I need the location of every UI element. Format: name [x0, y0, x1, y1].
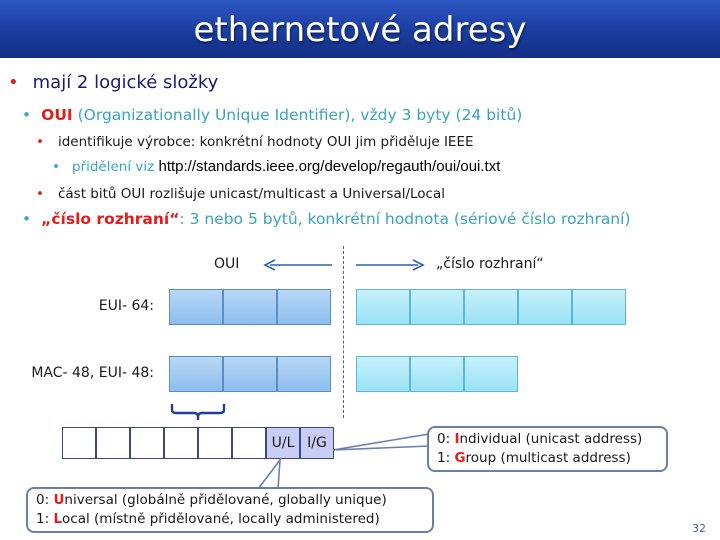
eui64-label: EUI- 64: [98, 298, 154, 314]
byte-cell [223, 289, 277, 325]
bullet-oui-bits: • část bitů OUI rozlišuje unicast/multica… [36, 186, 445, 202]
bit-cell [62, 427, 96, 459]
callout-key: I [454, 431, 460, 447]
mac48-oui-bytes [169, 356, 331, 392]
callout-line: 1: Local (místně přidělované, locally ad… [36, 510, 424, 529]
bullet-text: část bitů OUI rozlišuje unicast/multicas… [57, 186, 445, 202]
interface-number-description: : 3 nebo 5 bytů, konkrétní hodnota (séri… [179, 210, 631, 228]
byte-cell [410, 289, 464, 325]
bit-cell [130, 427, 164, 459]
callout-ul-pointer [256, 458, 281, 490]
bit-cell [96, 427, 130, 459]
byte-cell [277, 289, 331, 325]
oui-description: (Organizationally Unique Identifier), vž… [72, 106, 523, 124]
callout-prefix: 0: [36, 492, 54, 508]
diagram-interface-label: „číslo rozhraní“ [436, 256, 544, 272]
bit-cell [164, 427, 198, 459]
bullet-dot-icon: • [36, 186, 44, 202]
callout-individual-group: 0: Individual (unicast address) 1: Group… [427, 426, 668, 472]
bullet-text: identifikuje výrobce: konkrétní hodnoty … [57, 134, 474, 150]
page-number: 32 [692, 522, 706, 535]
callout-prefix: 0: [437, 431, 455, 447]
arrow-right-icon [356, 259, 425, 271]
bullet-assignment: • přidělení viz http://standards.ieee.org… [52, 158, 500, 175]
section-divider [343, 246, 344, 418]
brace-icon [170, 404, 226, 420]
byte-cell [356, 289, 410, 325]
byte-cell [518, 289, 572, 325]
bit-ig: I/G [300, 427, 334, 459]
callout-line: 0: Universal (globálně přidělované, glob… [36, 491, 424, 510]
callout-universal-local: 0: Universal (globálně přidělované, glob… [26, 487, 434, 533]
interface-number-term: „číslo rozhraní“ [41, 210, 180, 228]
mac48-interface-bytes [356, 356, 518, 392]
byte-cell [464, 289, 518, 325]
arrow-left-icon [263, 259, 332, 271]
callout-line: 1: Group (multicast address) [437, 449, 658, 468]
callout-prefix: 1: [36, 511, 54, 527]
eui64-oui-bytes [169, 289, 331, 325]
bullet-dot-icon: • [8, 72, 19, 93]
callout-line: 0: Individual (unicast address) [437, 430, 658, 449]
bit-ul: U/L [266, 427, 300, 459]
eui64-interface-bytes [356, 289, 626, 325]
byte-cell [356, 356, 410, 392]
byte-cell [223, 356, 277, 392]
callout-text: niversal (globálně přidělované, globally… [64, 492, 387, 508]
bullet-dot-icon: • [52, 159, 60, 175]
callout-text: roup (multicast address) [465, 450, 631, 466]
slide-title: ethernetové adresy [0, 0, 720, 58]
mac48-label: MAC- 48, EUI- 48: [31, 365, 154, 381]
byte-cell [572, 289, 626, 325]
bullet-manufacturer: • identifikuje výrobce: konkrétní hodnoty… [36, 134, 474, 150]
byte-cell [169, 289, 223, 325]
bullet-dot-icon: • [22, 106, 32, 124]
byte-cell [277, 356, 331, 392]
byte-cell [169, 356, 223, 392]
bullet-interface-number: • „číslo rozhraní“: 3 nebo 5 bytů, konkré… [22, 210, 631, 228]
oui-url-link[interactable]: http://standards.ieee.org/develop/regaut… [158, 158, 501, 175]
callout-text: ndividual (unicast address) [459, 431, 643, 447]
callout-key: U [53, 492, 65, 508]
bullet-two-components: • mají 2 logické složky [8, 72, 218, 93]
bullet-text: mají 2 logické složky [32, 72, 219, 93]
assignment-label: přidělení viz [71, 159, 159, 175]
oui-term: OUI [41, 106, 73, 124]
byte-cell [410, 356, 464, 392]
bit-cell [232, 427, 266, 459]
callout-prefix: 1: [437, 450, 455, 466]
diagram-oui-label: OUI [214, 256, 240, 272]
bullet-dot-icon: • [36, 134, 44, 150]
bit-cell [198, 427, 232, 459]
callout-ig-pointer [332, 433, 430, 451]
callout-key: G [454, 450, 466, 466]
byte-cell [464, 356, 518, 392]
bullet-dot-icon: • [22, 210, 32, 228]
bullet-oui: • OUI (Organizationally Unique Identifier… [22, 106, 522, 124]
first-byte-bits: U/L I/G [62, 427, 334, 459]
callout-text: ocal (místně přidělované, locally admini… [62, 511, 380, 527]
callout-key: L [53, 511, 63, 527]
